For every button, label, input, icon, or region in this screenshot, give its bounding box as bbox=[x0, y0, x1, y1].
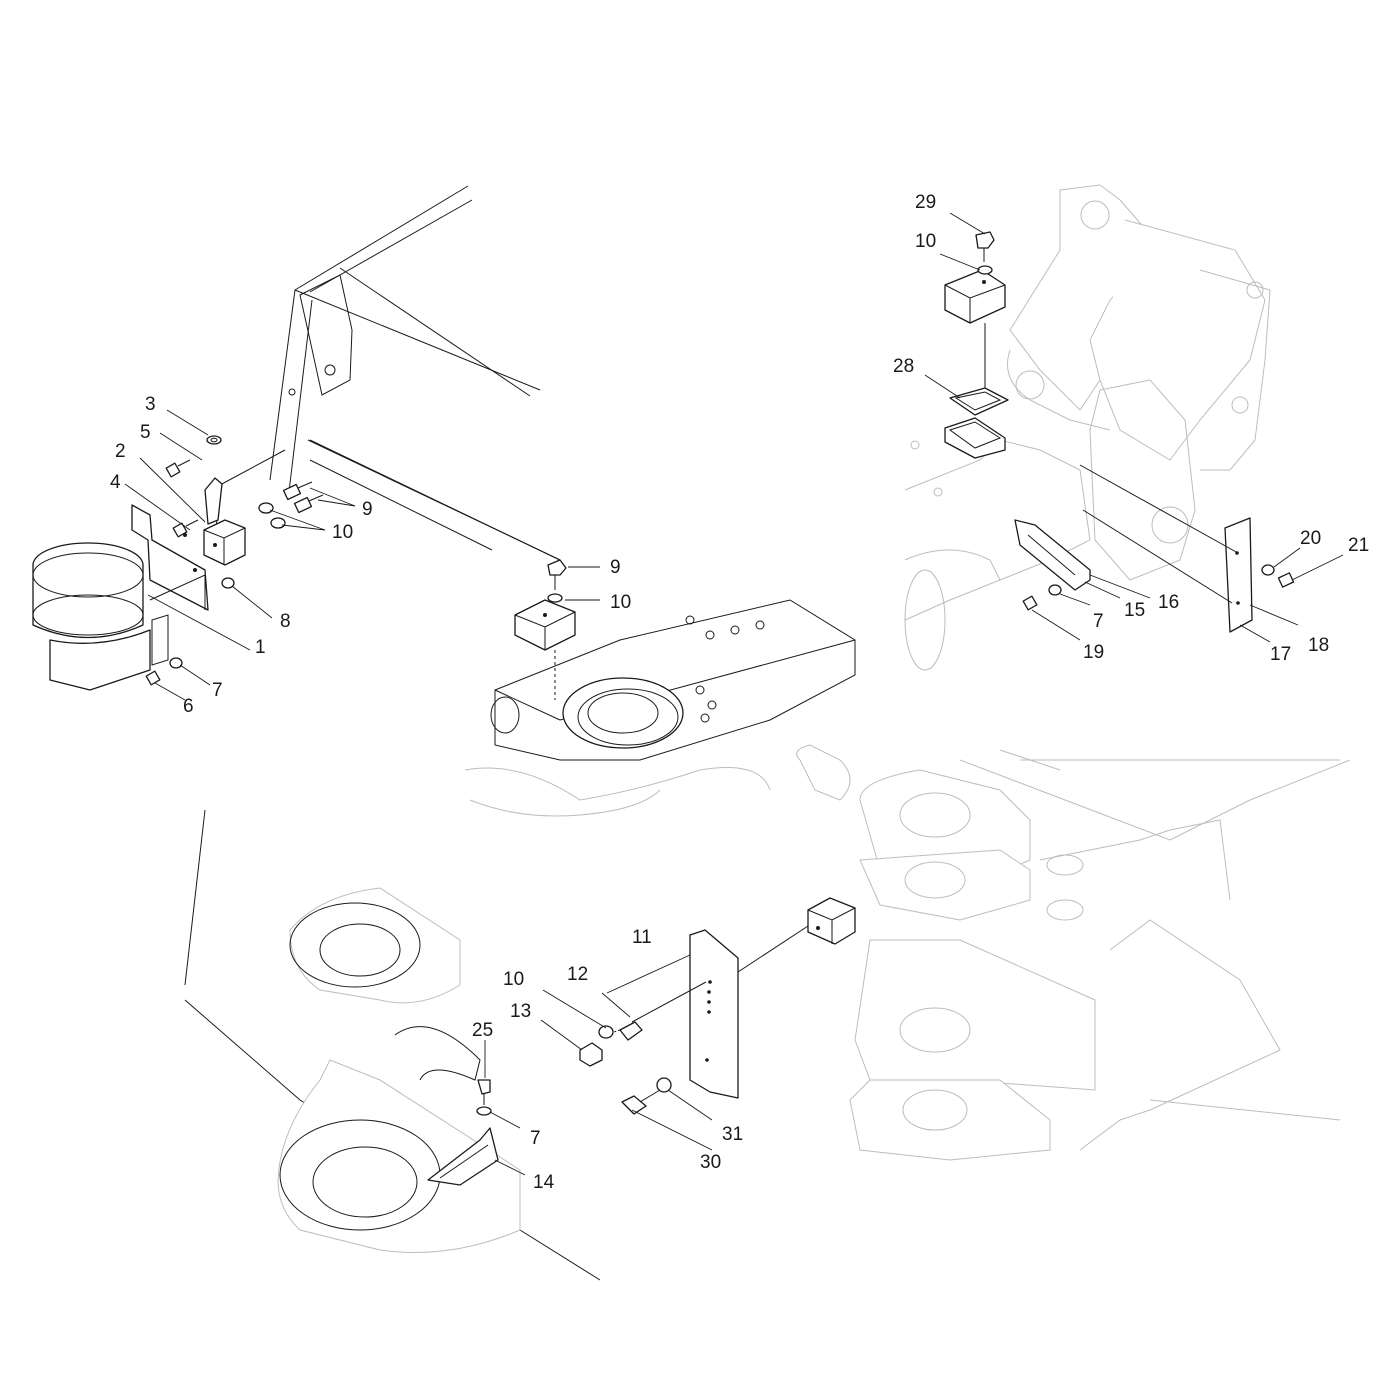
callout-20: 20 bbox=[1300, 528, 1321, 549]
callout-7-lower: 7 bbox=[530, 1128, 541, 1149]
lower-right-frame bbox=[796, 744, 1351, 1161]
lower-right-block bbox=[807, 897, 856, 945]
callout-1: 1 bbox=[255, 637, 266, 658]
upper-right-side-plate bbox=[1079, 464, 1295, 633]
callout-10-upper-left: 10 bbox=[332, 522, 353, 543]
leader-lines bbox=[124, 212, 1344, 1176]
left-bolts-and-washers bbox=[145, 435, 324, 686]
callout-3: 3 bbox=[145, 394, 156, 415]
callout-4: 4 bbox=[110, 472, 121, 493]
callout-25: 25 bbox=[472, 1020, 493, 1041]
upper-right-bracket bbox=[1014, 519, 1091, 611]
callout-7-upper-right: 7 bbox=[1093, 611, 1104, 632]
callout-18: 18 bbox=[1308, 635, 1329, 656]
lower-center-plate bbox=[579, 925, 809, 1115]
callout-10-center: 10 bbox=[610, 592, 631, 613]
callout-31: 31 bbox=[722, 1124, 743, 1145]
callout-10-upper-right: 10 bbox=[915, 231, 936, 252]
callout-15: 15 bbox=[1124, 600, 1145, 621]
lower-left-bracket bbox=[427, 1079, 499, 1186]
callout-16: 16 bbox=[1158, 592, 1179, 613]
callout-14: 14 bbox=[533, 1172, 555, 1193]
callout-29: 29 bbox=[915, 192, 936, 213]
callout-labels: 3 5 2 4 9 10 8 1 7 6 9 10 29 10 28 20 21… bbox=[110, 192, 1369, 1193]
callout-13: 13 bbox=[510, 1001, 531, 1022]
center-mount-block bbox=[514, 559, 576, 700]
callout-21: 21 bbox=[1348, 535, 1369, 556]
callout-2: 2 bbox=[115, 441, 126, 462]
callout-28: 28 bbox=[893, 356, 914, 377]
callout-6: 6 bbox=[183, 696, 194, 717]
callout-7-upper-left: 7 bbox=[212, 680, 223, 701]
upper-right-mount-block bbox=[944, 231, 1006, 395]
callout-8: 8 bbox=[280, 611, 291, 632]
beacon-lamp bbox=[32, 542, 151, 691]
center-turntable bbox=[309, 439, 856, 817]
callout-12: 12 bbox=[567, 964, 588, 985]
lamp-bracket bbox=[131, 504, 209, 666]
callout-9-center: 9 bbox=[610, 557, 621, 578]
callout-11: 11 bbox=[632, 927, 652, 948]
callout-17: 17 bbox=[1270, 644, 1291, 665]
callout-10-lower: 10 bbox=[503, 969, 524, 990]
upper-right-gasket bbox=[944, 387, 1009, 459]
callout-9-upper-left: 9 bbox=[362, 499, 373, 520]
callout-5: 5 bbox=[140, 422, 151, 443]
mount-block-left bbox=[203, 477, 246, 566]
callout-19: 19 bbox=[1083, 642, 1104, 663]
callout-30: 30 bbox=[700, 1152, 721, 1173]
lower-left-frame bbox=[184, 809, 601, 1281]
